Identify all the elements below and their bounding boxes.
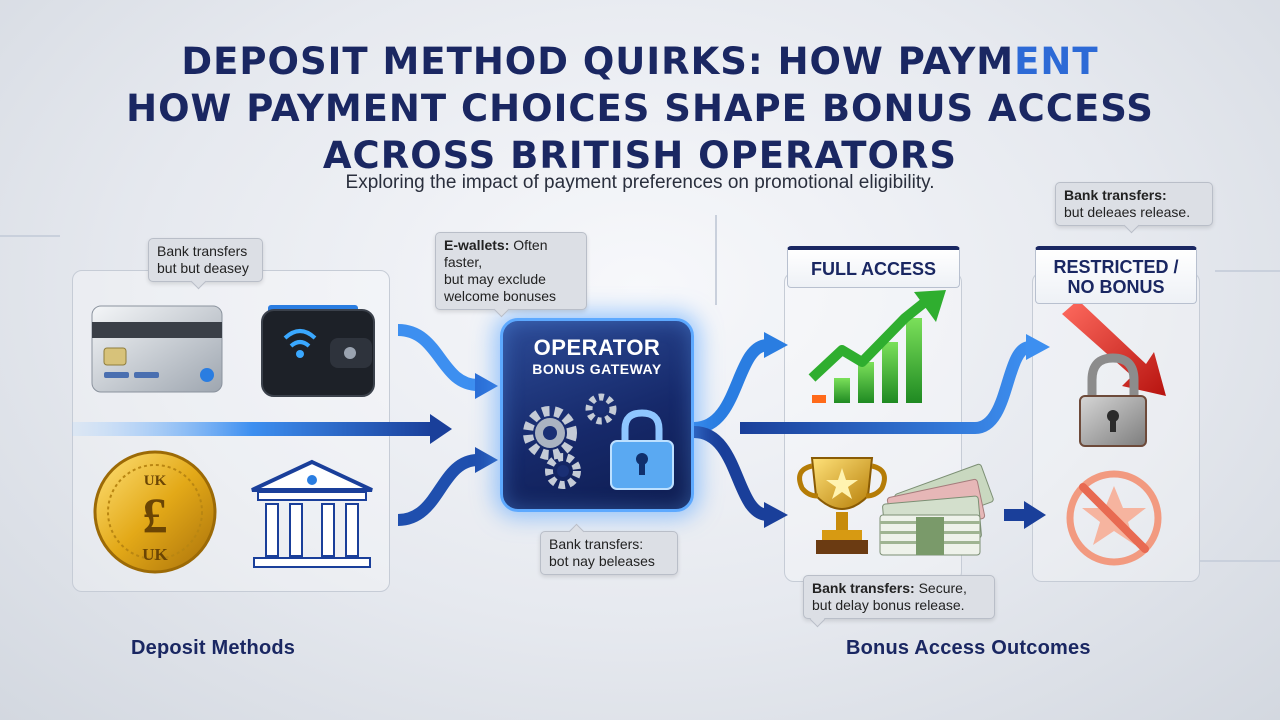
callout-line: but delay bonus release. bbox=[812, 597, 965, 613]
credit-card-icon bbox=[91, 305, 223, 393]
page-title: Deposit Method Quirks: How Payment How P… bbox=[0, 38, 1280, 179]
main-flow-arrow bbox=[72, 414, 452, 444]
title-line-2: How Payment Choices Shape Bonus Access bbox=[126, 87, 1154, 130]
outflow-full-access-arrow bbox=[693, 332, 788, 434]
coin-symbol: £ bbox=[143, 487, 168, 543]
wallet-inflow-arrow bbox=[397, 324, 498, 399]
callout-bank-transfers-gateway: Bank transfers: bot nay beleases bbox=[540, 531, 678, 575]
full-access-badge: FULL ACCESS bbox=[787, 246, 960, 288]
banknotes-icon bbox=[879, 463, 994, 556]
growth-chart-icon bbox=[808, 290, 946, 403]
e-wallet-icon bbox=[261, 305, 375, 397]
gateway-graphics bbox=[523, 393, 674, 490]
padlock-icon bbox=[1079, 353, 1147, 447]
callout-bank-transfers-top-right: Bank transfers: but deleaes release. bbox=[1055, 182, 1213, 226]
no-star-icon bbox=[1066, 470, 1162, 566]
trophy-icon bbox=[797, 457, 887, 554]
callout-bold: Bank transfers: bbox=[1064, 187, 1167, 203]
callout-line: welcome bonuses bbox=[444, 288, 557, 304]
callout-line: E-wallets: Often faster, bbox=[444, 237, 578, 271]
gateway-subtitle: BONUS GATEWAY bbox=[532, 361, 662, 377]
title-line-3: Across British Operators bbox=[322, 134, 958, 177]
callout-line: Bank transfers: bbox=[1064, 187, 1204, 204]
deposit-methods-label: Deposit Methods bbox=[131, 637, 296, 659]
restricted-label-line-2: NO BONUS bbox=[1067, 276, 1165, 297]
gateway-title: OPERATOR bbox=[533, 335, 661, 360]
callout-ewallets: E-wallets: Often faster, but may exclude… bbox=[435, 232, 587, 310]
outflow-rewards-arrow bbox=[693, 426, 788, 528]
title-line-1-text: Deposit Method Quirks: How Paym bbox=[181, 40, 1015, 83]
coin-top-text: UK bbox=[144, 473, 167, 489]
operator-bonus-gateway: OPERATOR BONUS GATEWAY bbox=[500, 318, 694, 512]
callout-line: but but deasey bbox=[157, 260, 249, 276]
callout-bank-transfers-top-left: Bank transfers but but deasey bbox=[148, 238, 263, 282]
subtitle: Exploring the impact of payment preferen… bbox=[345, 172, 935, 193]
title-line-1: Deposit Method Quirks: How Payment bbox=[0, 38, 1280, 85]
callout-bold: E-wallets: bbox=[444, 237, 510, 253]
restricted-label-line-1: RESTRICTED / bbox=[1053, 256, 1179, 277]
callout-line: Bank transfers bbox=[157, 243, 248, 259]
callout-bank-transfers-outcome: Bank transfers: Secure, but delay bonus … bbox=[803, 575, 995, 619]
pound-coin-icon: UK £ UK bbox=[93, 450, 217, 574]
full-access-label: FULL ACCESS bbox=[810, 258, 936, 279]
callout-line: but deleaes release. bbox=[1064, 204, 1191, 220]
restricted-badge: RESTRICTED / NO BONUS bbox=[1035, 246, 1197, 304]
lock-icon bbox=[610, 409, 674, 490]
callout-line: Bank transfers: Secure, bbox=[812, 580, 986, 597]
gears-icon bbox=[523, 393, 617, 489]
callout-line: but may exclude bbox=[444, 271, 546, 287]
bank-building-icon bbox=[251, 459, 373, 568]
callout-line: bot nay beleases bbox=[549, 553, 655, 569]
background-line bbox=[0, 235, 60, 237]
background-line bbox=[1215, 270, 1280, 272]
bank-inflow-arrow bbox=[397, 447, 498, 526]
callout-text: Secure, bbox=[914, 580, 967, 596]
bonus-access-outcomes-label: Bonus Access Outcomes bbox=[846, 637, 1091, 659]
callout-bold: Bank transfers: bbox=[812, 580, 915, 596]
background-line bbox=[1200, 560, 1280, 562]
callout-text: Often faster, bbox=[444, 237, 548, 270]
coin-bottom-text: UK bbox=[142, 545, 168, 564]
title-line-1-accent: ent bbox=[1014, 40, 1099, 83]
decline-arrow-icon bbox=[1062, 300, 1166, 396]
outflow-restricted-arrow bbox=[740, 334, 1050, 434]
cash-to-restricted-arrow bbox=[1004, 501, 1046, 529]
callout-line: Bank transfers: bbox=[549, 536, 644, 552]
background-line bbox=[715, 215, 717, 305]
